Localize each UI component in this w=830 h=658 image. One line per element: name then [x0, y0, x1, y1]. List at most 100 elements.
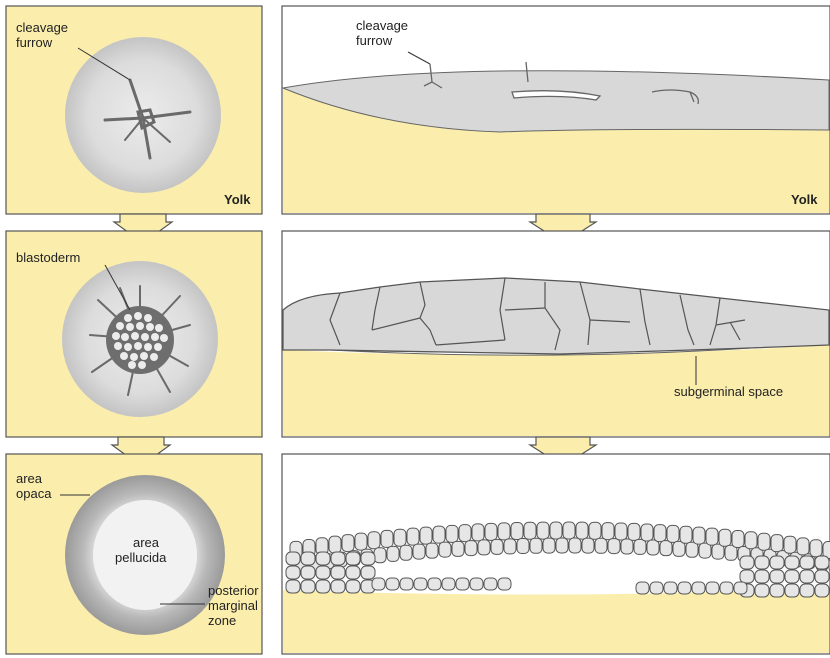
cell [355, 533, 367, 550]
cell [634, 539, 646, 554]
cell [734, 582, 747, 594]
cell [331, 552, 345, 565]
cell [426, 543, 438, 558]
cell [459, 525, 471, 542]
cell [815, 584, 829, 597]
cell [784, 536, 796, 553]
cell [678, 582, 691, 594]
label-furrow-top-left: furrow [16, 35, 53, 50]
cell [650, 582, 663, 594]
cell [740, 570, 754, 583]
cell [758, 533, 770, 550]
cell [608, 539, 620, 554]
cell [346, 580, 360, 593]
cell [286, 580, 300, 593]
cell [511, 523, 523, 540]
label-area-pellucida-1: area [133, 535, 160, 550]
cell [673, 541, 685, 556]
cell [815, 570, 829, 583]
cell [641, 524, 653, 541]
cell [361, 566, 375, 579]
cell [755, 556, 769, 569]
cell [810, 540, 822, 557]
cell [686, 542, 698, 557]
cell [740, 556, 754, 569]
label-blastoderm: blastoderm [16, 250, 80, 265]
cell [589, 522, 601, 539]
cell [800, 556, 814, 569]
label-zone: zone [208, 613, 236, 628]
cell [316, 580, 330, 593]
cell [660, 541, 672, 556]
cell [576, 522, 588, 539]
cell [387, 546, 399, 561]
cell [543, 538, 555, 553]
cell [407, 528, 419, 545]
cell [331, 580, 345, 593]
cell [755, 584, 769, 597]
label-cleavage-top-left: cleavage [16, 20, 68, 35]
cell [815, 556, 829, 569]
cell [498, 578, 511, 590]
cell [692, 582, 705, 594]
label-posterior: posterior [208, 583, 259, 598]
label-cleavage-top-right: cleavage [356, 18, 408, 33]
cell [550, 522, 562, 539]
cell [636, 582, 649, 594]
cell [770, 584, 784, 597]
cell [465, 541, 477, 556]
cell [719, 529, 731, 546]
cell [301, 566, 315, 579]
cell [530, 538, 542, 553]
cell [693, 527, 705, 544]
cell [485, 523, 497, 540]
cell [563, 522, 575, 539]
cell [316, 566, 330, 579]
cell [414, 578, 427, 590]
cell [720, 582, 733, 594]
cell [654, 525, 666, 542]
label-subgerminal-space: subgerminal space [674, 384, 783, 399]
cell [785, 584, 799, 597]
cell [582, 538, 594, 553]
cell [446, 525, 458, 542]
cell [755, 570, 769, 583]
cell [491, 539, 503, 554]
cell [428, 578, 441, 590]
cell [556, 538, 568, 553]
cell [372, 578, 385, 590]
cell [484, 578, 497, 590]
cell [433, 526, 445, 543]
cell [442, 578, 455, 590]
cell [301, 580, 315, 593]
cell [706, 528, 718, 545]
cell [346, 566, 360, 579]
cell [785, 556, 799, 569]
cell [478, 540, 490, 555]
cell [667, 525, 679, 542]
cell [797, 538, 809, 555]
cell [316, 552, 330, 565]
cell [286, 552, 300, 565]
cell [452, 541, 464, 556]
cell [615, 523, 627, 540]
cell [439, 542, 451, 557]
cell [785, 570, 799, 583]
cell [342, 535, 354, 552]
cell [680, 526, 692, 543]
cell [286, 566, 300, 579]
label-yolk-right: Yolk [791, 192, 818, 207]
cell [770, 570, 784, 583]
cell [394, 529, 406, 546]
cell [595, 538, 607, 553]
cell [745, 532, 757, 549]
cell [732, 530, 744, 547]
cell [329, 536, 341, 553]
cell [569, 538, 581, 553]
cell [602, 523, 614, 540]
cell [400, 545, 412, 560]
cell [517, 539, 529, 554]
cell [301, 552, 315, 565]
cell [524, 522, 536, 539]
label-yolk-left: Yolk [224, 192, 251, 207]
